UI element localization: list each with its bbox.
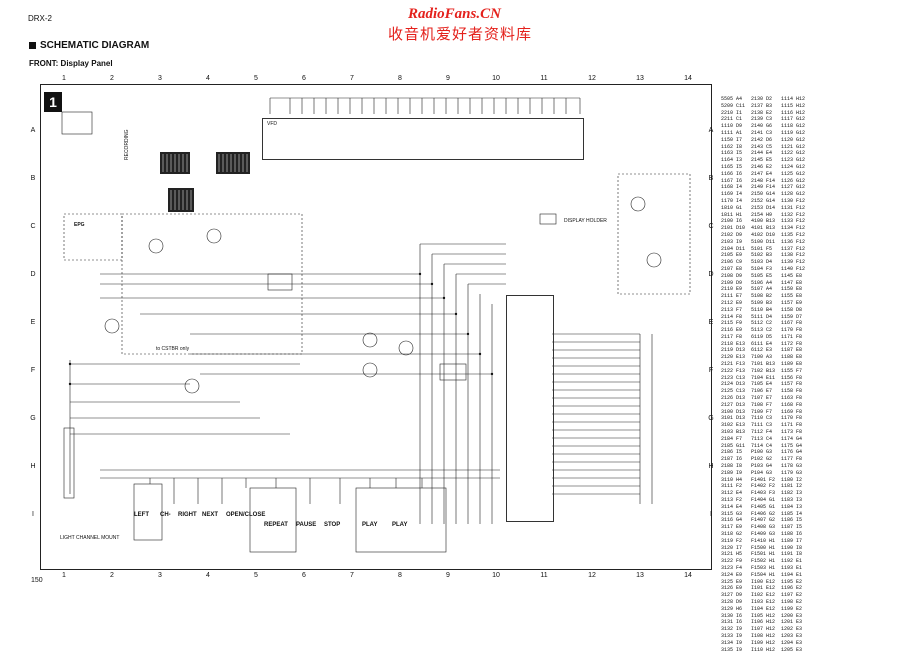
row-label: G bbox=[708, 415, 714, 422]
column-label: 12 bbox=[588, 572, 596, 579]
key-stop: STOP bbox=[324, 522, 341, 528]
epg-label: EPG bbox=[74, 222, 85, 228]
light-channel-label: LIGHT CHANNEL MOUNT bbox=[60, 535, 120, 541]
column-scale-bottom: 1 2 3 4 5 6 7 8 9 10 11 12 13 14 bbox=[54, 572, 714, 581]
row-label: A bbox=[30, 127, 36, 134]
column-label: 3 bbox=[158, 75, 162, 82]
row-scale-left: A B C D E F G H I bbox=[28, 84, 40, 570]
column-label: 10 bbox=[492, 572, 500, 579]
column-label: 9 bbox=[446, 572, 450, 579]
column-label: 5 bbox=[254, 572, 258, 579]
row-label: A bbox=[708, 127, 714, 134]
column-label: 6 bbox=[302, 75, 306, 82]
row-label: C bbox=[708, 223, 714, 230]
column-label: 5 bbox=[254, 75, 258, 82]
key-play: PLAY bbox=[362, 522, 378, 528]
component-location-index: 5505 A4 2130 D2 1114 H12 5209 C11 2137 B… bbox=[721, 96, 806, 653]
column-label: 12 bbox=[588, 75, 596, 82]
column-label: 7 bbox=[350, 572, 354, 579]
row-label: H bbox=[30, 463, 36, 470]
cstbr-note: to CSTBR only bbox=[156, 346, 190, 352]
column-scale-top: 1 2 3 4 5 6 7 8 9 10 11 12 13 14 bbox=[54, 75, 714, 84]
column-label: 8 bbox=[398, 75, 402, 82]
row-label: I bbox=[710, 511, 712, 518]
column-label: 14 bbox=[684, 572, 692, 579]
page-title: SCHEMATIC DIAGRAM bbox=[40, 40, 150, 51]
row-label: D bbox=[30, 271, 36, 278]
row-label: B bbox=[708, 175, 714, 182]
ic-controller bbox=[506, 295, 554, 522]
row-label: I bbox=[32, 511, 34, 518]
row-label: D bbox=[708, 271, 714, 278]
column-label: 10 bbox=[492, 75, 500, 82]
column-label: 14 bbox=[684, 75, 692, 82]
schematic-frame bbox=[40, 84, 712, 570]
key-repeat: REPEAT bbox=[264, 522, 288, 528]
key-pause: PAUSE bbox=[296, 522, 317, 528]
page-subtitle: FRONT: Display Panel bbox=[29, 59, 113, 68]
row-label: C bbox=[30, 223, 36, 230]
row-label: G bbox=[30, 415, 36, 422]
column-label: 2 bbox=[110, 75, 114, 82]
column-label: 11 bbox=[540, 75, 548, 82]
vfd-display: VFD bbox=[262, 118, 584, 160]
row-label: B bbox=[30, 175, 36, 182]
key-next: NEXT bbox=[202, 512, 219, 518]
column-label: 8 bbox=[398, 572, 402, 579]
row-label: E bbox=[708, 319, 714, 326]
title-bullet bbox=[29, 42, 36, 49]
column-label: 3 bbox=[158, 572, 162, 579]
column-label: 11 bbox=[540, 572, 548, 579]
key-play-2: PLAY bbox=[392, 522, 408, 528]
row-label: F bbox=[30, 367, 36, 374]
schematic-wiring bbox=[61, 97, 691, 553]
key-left: LEFT bbox=[134, 512, 149, 518]
column-label: 6 bbox=[302, 572, 306, 579]
vfd-label: VFD bbox=[267, 121, 277, 127]
key-ch-down: CH- bbox=[160, 512, 171, 518]
column-label: 13 bbox=[636, 572, 644, 579]
column-label: 2 bbox=[110, 572, 114, 579]
column-label: 4 bbox=[206, 572, 210, 579]
key-right: RIGHT bbox=[178, 512, 197, 518]
key-open-close: OPEN/CLOSE bbox=[226, 512, 266, 518]
column-label: 9 bbox=[446, 75, 450, 82]
row-scale-right: A B C D E F G H I bbox=[706, 84, 718, 570]
column-label: 1 bbox=[62, 572, 66, 579]
row-label: F bbox=[708, 367, 714, 374]
column-label: 13 bbox=[636, 75, 644, 82]
row-label: H bbox=[708, 463, 714, 470]
section-label: 1 bbox=[44, 92, 62, 112]
column-label: 7 bbox=[350, 75, 354, 82]
model-number: DRX-2 bbox=[28, 14, 53, 23]
column-label: 1 bbox=[62, 75, 66, 82]
display-holder-label: DISPLAY HOLDER bbox=[564, 218, 607, 224]
page-number: 150 bbox=[31, 577, 43, 584]
column-label: 4 bbox=[206, 75, 210, 82]
row-label: E bbox=[30, 319, 36, 326]
recording-label: RECORDING bbox=[124, 129, 130, 160]
watermark-chinese: 收音机爱好者资料库 bbox=[388, 25, 533, 43]
watermark-logo: RadioFans.CN bbox=[408, 6, 501, 22]
